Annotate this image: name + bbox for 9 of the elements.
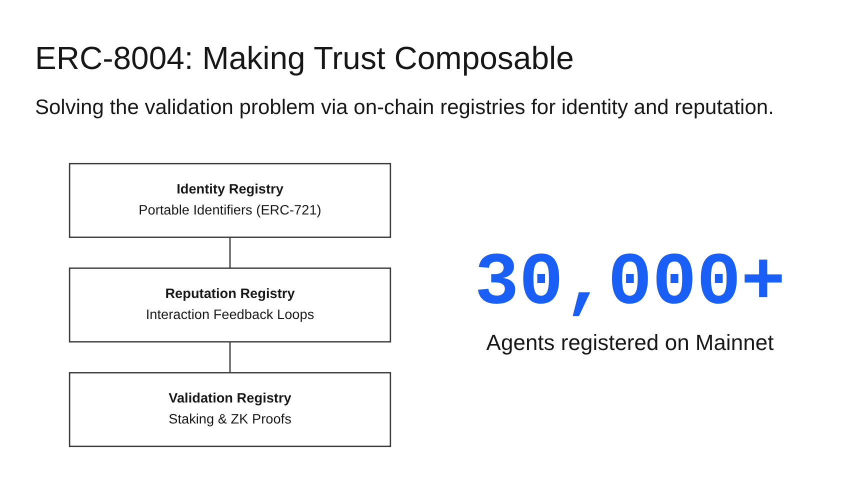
- stat-caption: Agents registered on Mainnet: [485, 330, 775, 356]
- node-box: Validation Registry Staking & ZK Proofs: [68, 372, 392, 448]
- subtitle: Solving the validation problem via on-chain registries for identity and reputation.: [35, 96, 774, 120]
- stat-number: 30,000+: [474, 244, 786, 324]
- node-box: Reputation Registry Interaction Feedback Loops: [68, 268, 392, 342]
- slide-title: ERC-8004: Making Trust Composable: [35, 40, 574, 77]
- node-box: Identity Registry Portable Identifiers (ERC-721): [68, 162, 392, 238]
- connector: [229, 237, 231, 268]
- connector: [229, 342, 231, 373]
